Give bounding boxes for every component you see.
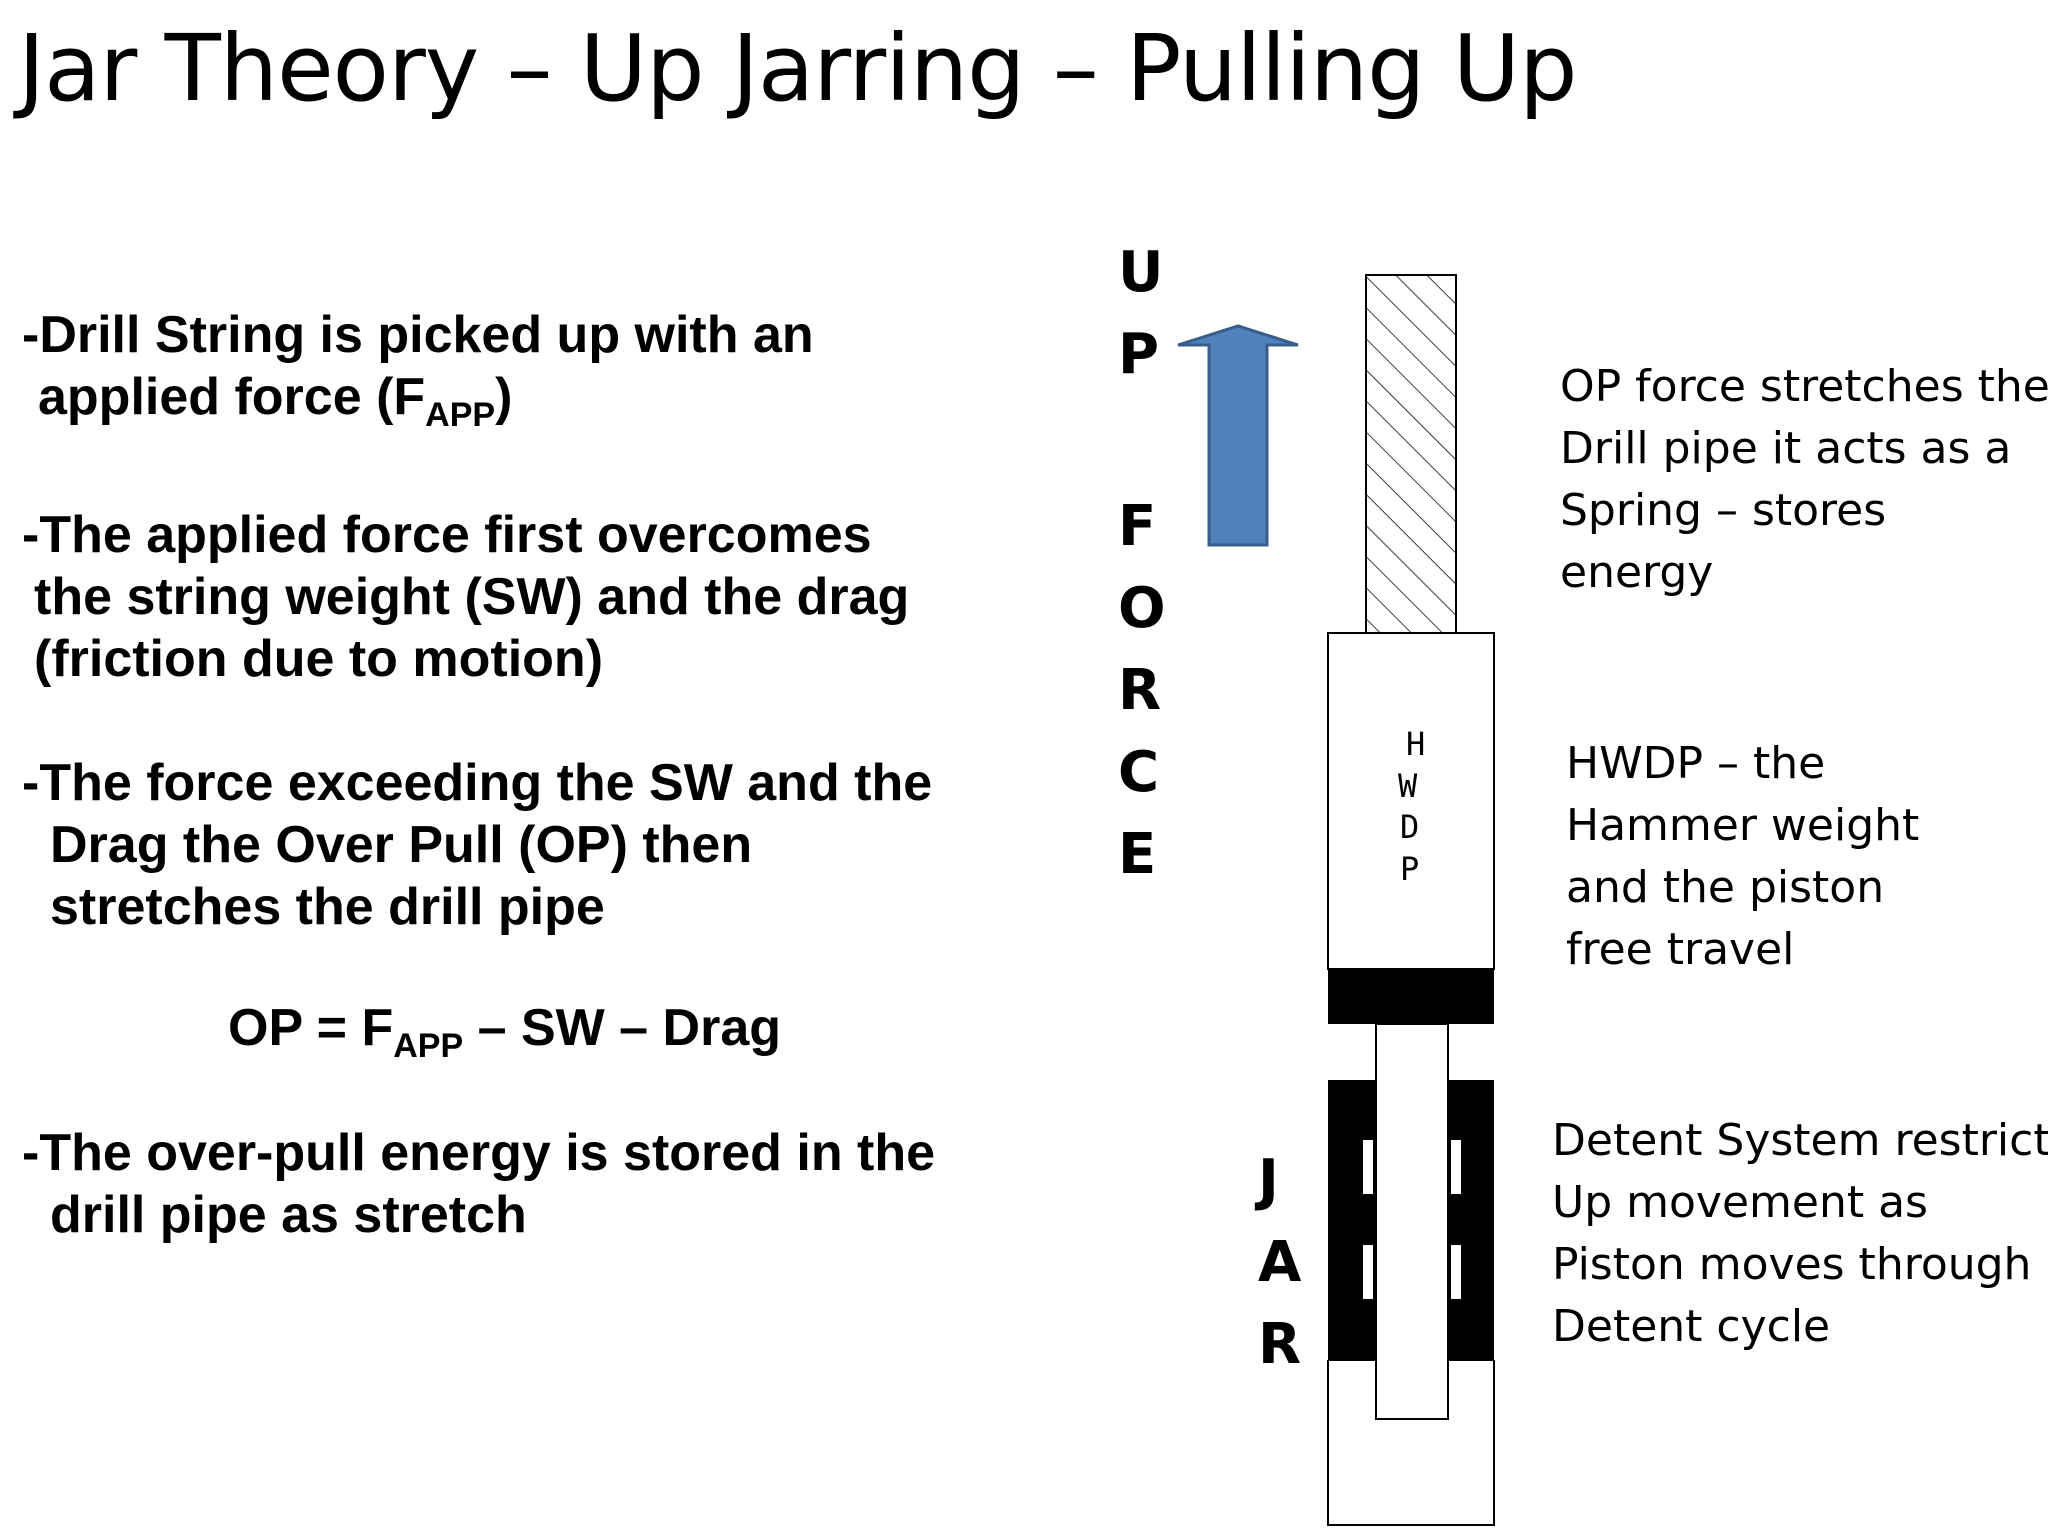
note-line: and the piston <box>1566 862 1885 913</box>
bullet-line: -The over-pull energy is stored in the <box>22 1124 936 1182</box>
formula-subscript: APP <box>393 1027 464 1065</box>
drill-pipe <box>1365 274 1457 634</box>
jar-lower-housing <box>1327 1360 1495 1526</box>
bullet-energy-stored: -The over-pull energy is stored in the d… <box>22 1122 935 1246</box>
note-line: HWDP – the <box>1566 738 1826 789</box>
note-line: OP force stretches the <box>1560 361 2048 412</box>
note-hwdp: HWDP – the Hammer weight and the piston … <box>1566 733 1919 981</box>
hwdp-letter: H <box>1406 725 1425 763</box>
letter: J <box>1258 1148 1279 1213</box>
note-line: Detent cycle <box>1552 1301 1831 1352</box>
slide-title: Jar Theory – Up Jarring – Pulling Up <box>18 15 1578 122</box>
letter: F <box>1118 494 1157 559</box>
hwdp-body <box>1327 632 1495 970</box>
bullet-applied-force: -Drill String is picked up with an appli… <box>22 304 814 446</box>
note-line: Piston moves through <box>1552 1239 2032 1290</box>
note-line: Spring – stores <box>1560 485 1887 536</box>
bullet-line: applied force (FAPP) <box>22 366 814 446</box>
letter: R <box>1118 658 1162 723</box>
bullet-line: (friction due to motion) <box>34 630 604 688</box>
bullet-line: -The applied force first overcomes <box>22 506 872 564</box>
over-pull-formula: OP = FAPP – SW – Drag <box>228 997 781 1077</box>
note-line: free travel <box>1566 924 1795 975</box>
hwdp-letter: P <box>1400 850 1419 888</box>
letter: C <box>1118 740 1160 805</box>
bullet-text: ) <box>495 368 513 426</box>
note-detent: Detent System restricts Up movement as P… <box>1552 1110 2048 1358</box>
note-drill-pipe: OP force stretches the Drill pipe it act… <box>1560 356 2048 604</box>
detent-slot <box>1363 1245 1373 1299</box>
bullet-text: applied force (F <box>38 368 426 426</box>
up-arrow-icon <box>1177 324 1299 547</box>
bullet-line: stretches the drill pipe <box>50 878 605 936</box>
detent-slot <box>1363 1140 1373 1194</box>
note-line: Drill pipe it acts as a <box>1560 423 2012 474</box>
bullet-overcomes-weight: -The applied force first overcomes the s… <box>22 504 909 690</box>
letter: U <box>1118 240 1164 305</box>
bullet-line: Drag the Over Pull (OP) then <box>50 816 753 874</box>
bullet-line: drill pipe as stretch <box>50 1186 527 1244</box>
letter: P <box>1118 322 1160 387</box>
note-line: Detent System restricts <box>1552 1115 2048 1166</box>
note-line: energy <box>1560 547 1714 598</box>
letter: O <box>1118 576 1166 641</box>
detent-slot <box>1451 1140 1461 1194</box>
detent-slot <box>1451 1245 1461 1299</box>
jar-mandrel <box>1375 1023 1449 1420</box>
formula-prefix: OP = F <box>228 999 394 1057</box>
hwdp-letter: W <box>1398 767 1418 805</box>
bullet-over-pull: -The force exceeding the SW and the Drag… <box>22 752 932 938</box>
note-line: Up movement as <box>1552 1177 1928 1228</box>
letter: A <box>1258 1230 1302 1295</box>
note-line: Hammer weight <box>1566 800 1920 851</box>
hwdp-letter: D <box>1400 808 1419 846</box>
bullet-line: the string weight (SW) and the drag <box>34 568 910 626</box>
subscript: APP <box>425 396 496 434</box>
bullet-line: -Drill String is picked up with an <box>22 306 814 364</box>
hammer-collar <box>1328 969 1494 1024</box>
letter: E <box>1118 822 1157 887</box>
bullet-line: -The force exceeding the SW and the <box>22 754 933 812</box>
letter: R <box>1258 1312 1302 1377</box>
formula-suffix: – SW – Drag <box>463 999 782 1057</box>
